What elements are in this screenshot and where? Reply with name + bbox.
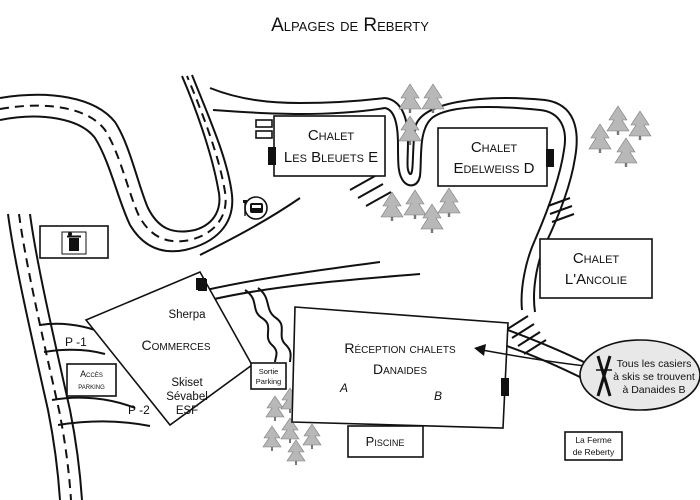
fir-tree-icon xyxy=(437,187,461,217)
fir-tree-icon xyxy=(302,423,322,449)
chalet-lancolie-line1: Chalet xyxy=(573,250,620,267)
callout-line3: à Danaides B xyxy=(622,384,685,396)
piscine-label: Piscine xyxy=(366,434,405,449)
map-title: Alpages de Reberty xyxy=(271,15,429,36)
fir-trees xyxy=(262,83,652,465)
small-kiosk xyxy=(198,279,207,291)
shop-skiset: Skiset xyxy=(171,377,203,389)
shop-esf: ESF xyxy=(176,405,198,417)
fir-tree-icon xyxy=(286,439,306,465)
fir-tree-icon xyxy=(380,191,404,221)
callout-line1: Tous les casiers xyxy=(617,358,692,370)
fir-tree-icon xyxy=(628,110,652,140)
chalet-les-bleuets-line1: Chalet xyxy=(308,127,355,144)
fir-tree-icon xyxy=(606,105,630,135)
acces-parking[interactable]: Accès parking xyxy=(66,363,117,397)
ski-lockers-callout: Tous les casiers à skis se trouvent à Da… xyxy=(579,339,700,411)
shop-sevabel: Sévabel xyxy=(166,391,208,403)
fir-tree-icon xyxy=(420,203,444,233)
acces-parking-line2: parking xyxy=(78,381,105,391)
la-ferme-line1: La Ferme xyxy=(575,435,612,445)
fir-tree-icon xyxy=(403,189,427,219)
commerces-label: Commerces xyxy=(141,337,210,353)
acces-parking-line1: Accès xyxy=(80,369,103,379)
chalet-les-bleuets-line2: Les Bleuets E xyxy=(284,149,378,166)
sortie-parking[interactable]: Sortie Parking xyxy=(250,362,287,390)
trash-bin-icon xyxy=(39,225,109,259)
skis-icon xyxy=(596,355,612,397)
road-network xyxy=(0,74,591,500)
fir-tree-icon xyxy=(398,115,422,145)
fir-tree-icon xyxy=(262,425,282,451)
sortie-parking-line1: Sortie xyxy=(259,367,279,376)
fir-tree-icon xyxy=(398,83,422,113)
chalet-edelweiss-line1: Chalet xyxy=(471,139,518,156)
reception-danaides[interactable]: Réception chalets Danaides A B xyxy=(291,306,509,429)
reception-danaides-line1: Réception chalets xyxy=(344,340,456,356)
reception-danaides-line2: Danaides xyxy=(373,361,427,377)
direction-arrow-icon xyxy=(474,344,587,367)
fir-tree-icon xyxy=(588,123,612,153)
fir-tree-icon xyxy=(614,137,638,167)
parking-level-p1[interactable]: P -1 xyxy=(65,335,87,349)
la-ferme-de-reberty[interactable]: La Ferme de Reberty xyxy=(564,431,623,461)
bus-stop-icon xyxy=(243,196,268,220)
chalet-lancolie-line2: L'Ancolie xyxy=(565,271,627,288)
reception-label-a: A xyxy=(339,381,348,395)
chalet-edelweiss[interactable]: Chalet Edelweiss D xyxy=(437,127,554,187)
shop-sherpa: Sherpa xyxy=(168,309,206,321)
sortie-parking-line2: Parking xyxy=(256,377,281,386)
chalet-edelweiss-line2: Edelweiss D xyxy=(453,160,534,177)
callout-line2: à skis se trouvent xyxy=(613,371,695,383)
parking-level-p2[interactable]: P -2 xyxy=(128,403,150,417)
fir-tree-icon xyxy=(421,83,445,113)
reception-label-b: B xyxy=(434,389,442,403)
commerces[interactable]: Commerces Sherpa Skiset Sévabel ESF xyxy=(84,270,254,427)
chalet-lancolie[interactable]: Chalet L'Ancolie xyxy=(539,238,653,299)
piscine[interactable]: Piscine xyxy=(347,425,424,458)
la-ferme-line2: de Reberty xyxy=(573,447,615,457)
fir-tree-icon xyxy=(280,417,300,443)
chalet-les-bleuets[interactable]: Chalet Les Bleuets E xyxy=(255,115,386,177)
